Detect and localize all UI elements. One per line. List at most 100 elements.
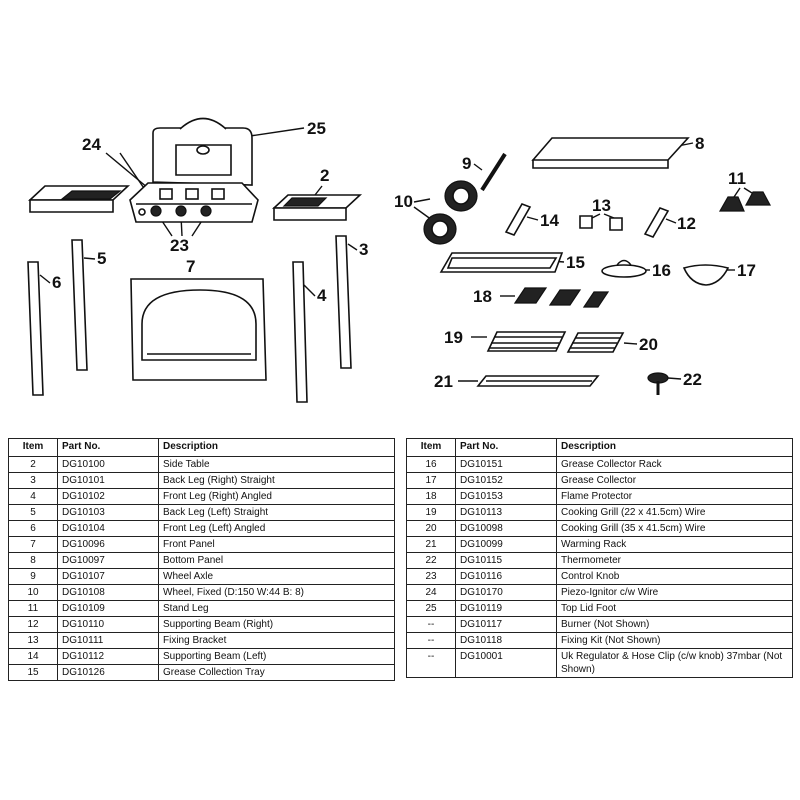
item-cell: 11 <box>8 600 58 617</box>
description-cell: Burner (Not Shown) <box>556 616 793 633</box>
description-cell: Front Panel <box>158 536 395 553</box>
item-cell: 16 <box>406 456 456 473</box>
grease-collection-tray <box>439 252 564 273</box>
callout-11: 11 <box>728 169 746 188</box>
stand-legs <box>718 191 772 212</box>
wheel-axle <box>480 152 507 192</box>
description-cell: Control Knob <box>556 568 793 585</box>
callout-5: 5 <box>97 249 106 268</box>
callout-6: 6 <box>52 273 61 292</box>
part-no-cell: DG10104 <box>57 520 159 537</box>
description-cell: Cooking Grill (35 x 41.5cm) Wire <box>556 520 793 537</box>
description-cell: Grease Collection Tray <box>158 664 395 681</box>
item-cell: 2 <box>8 456 58 473</box>
part-no-cell: DG10110 <box>57 616 159 633</box>
part-no-cell: DG10111 <box>57 632 159 649</box>
part-no-cell: DG10102 <box>57 488 159 505</box>
description-cell: Wheel, Fixed (D:150 W:44 B: 8) <box>158 584 395 601</box>
item-cell: -- <box>406 632 456 649</box>
item-cell: 21 <box>406 536 456 553</box>
callout-18: 18 <box>473 287 492 306</box>
beams-and-brackets <box>504 203 670 238</box>
callout-17: 17 <box>737 261 756 280</box>
part-no-cell: DG10117 <box>455 616 557 633</box>
part-no-cell: DG10103 <box>57 504 159 521</box>
description-cell: Thermometer <box>556 552 793 569</box>
part-no-cell: DG10152 <box>455 472 557 489</box>
description-cell: Flame Protector <box>556 488 793 505</box>
callout-13: 13 <box>592 196 611 215</box>
part-no-cell: DG10109 <box>57 600 159 617</box>
item-cell: 10 <box>8 584 58 601</box>
part-no-cell: DG10108 <box>57 584 159 601</box>
item-cell: 14 <box>8 648 58 665</box>
side-table-left <box>27 185 131 213</box>
part-no-cell: DG10098 <box>455 520 557 537</box>
header-part-no: Part No. <box>455 438 557 457</box>
callout-3: 3 <box>359 240 368 259</box>
description-cell: Fixing Bracket <box>158 632 395 649</box>
item-cell: 5 <box>8 504 58 521</box>
part-no-cell: DG10099 <box>455 536 557 553</box>
item-cell: 9 <box>8 568 58 585</box>
item-cell: 6 <box>8 520 58 537</box>
item-cell: 12 <box>8 616 58 633</box>
thermometer <box>647 372 669 395</box>
part-no-cell: DG10118 <box>455 632 557 649</box>
description-cell: Stand Leg <box>158 600 395 617</box>
item-cell: 4 <box>8 488 58 505</box>
part-no-cell: DG10119 <box>455 600 557 617</box>
callout-16: 16 <box>652 261 671 280</box>
part-no-cell: DG10107 <box>57 568 159 585</box>
item-cell: 20 <box>406 520 456 537</box>
exploded-parts-diagram: 25 24 2 23 5 3 7 6 4 8 9 11 10 13 14 12 … <box>27 117 772 403</box>
part-no-cell: DG10101 <box>57 472 159 489</box>
item-cell: 24 <box>406 584 456 601</box>
part-no-cell: DG10126 <box>57 664 159 681</box>
legs <box>27 235 352 403</box>
part-no-cell: DG10116 <box>455 568 557 585</box>
item-cell: 15 <box>8 664 58 681</box>
description-cell: Piezo-Ignitor c/w Wire <box>556 584 793 601</box>
header-description: Description <box>556 438 793 457</box>
callout-14: 14 <box>540 211 559 230</box>
description-cell: Back Leg (Right) Straight <box>158 472 395 489</box>
front-panel <box>130 278 267 381</box>
callout-7: 7 <box>186 257 195 276</box>
header-item: Item <box>406 438 456 457</box>
part-no-cell: DG10001 <box>455 648 557 678</box>
description-cell: Uk Regulator & Hose Clip (c/w knob) 37mb… <box>556 648 793 678</box>
part-no-cell: DG10170 <box>455 584 557 601</box>
item-cell: 17 <box>406 472 456 489</box>
description-cell: Top Lid Foot <box>556 600 793 617</box>
warming-rack <box>476 375 600 387</box>
part-no-cell: DG10151 <box>455 456 557 473</box>
side-table-right <box>271 194 363 221</box>
callout-8: 8 <box>695 134 704 153</box>
callout-10: 10 <box>394 192 413 211</box>
part-no-cell: DG10096 <box>57 536 159 553</box>
callout-24: 24 <box>82 135 101 154</box>
